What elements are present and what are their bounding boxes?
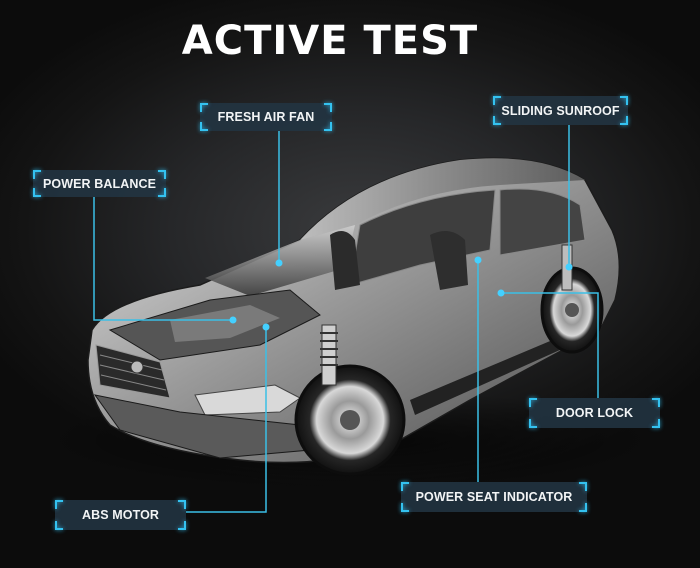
label-abs-motor: ABS MOTOR bbox=[55, 500, 186, 530]
corner-bracket-icon bbox=[493, 116, 501, 125]
corner-bracket-icon bbox=[33, 188, 41, 197]
label-text: SLIDING SUNROOF bbox=[501, 103, 620, 118]
corner-bracket-icon bbox=[401, 503, 409, 512]
label-power-seat-indicator: POWER SEAT INDICATOR bbox=[401, 482, 587, 512]
label-text: ABS MOTOR bbox=[81, 508, 160, 522]
page-title: ACTIVE TEST bbox=[181, 18, 479, 64]
corner-bracket-icon bbox=[401, 482, 409, 491]
corner-bracket-icon bbox=[324, 122, 332, 131]
corner-bracket-icon bbox=[579, 482, 587, 491]
corner-bracket-icon bbox=[33, 170, 41, 179]
label-sliding-sunroof: SLIDING SUNROOF bbox=[493, 96, 628, 125]
corner-bracket-icon bbox=[178, 500, 186, 509]
corner-bracket-icon bbox=[493, 96, 501, 105]
corner-bracket-icon bbox=[55, 500, 63, 509]
corner-bracket-icon bbox=[579, 503, 587, 512]
corner-bracket-icon bbox=[200, 122, 208, 131]
corner-bracket-icon bbox=[529, 419, 537, 428]
label-door-lock: DOOR LOCK bbox=[529, 398, 660, 428]
corner-bracket-icon bbox=[158, 170, 166, 179]
corner-bracket-icon bbox=[158, 188, 166, 197]
corner-bracket-icon bbox=[620, 116, 628, 125]
label-text: POWER BALANCE bbox=[42, 176, 157, 191]
corner-bracket-icon bbox=[652, 398, 660, 407]
corner-bracket-icon bbox=[529, 398, 537, 407]
corner-bracket-icon bbox=[620, 96, 628, 105]
corner-bracket-icon bbox=[200, 103, 208, 112]
corner-bracket-icon bbox=[178, 521, 186, 530]
label-power-balance: POWER BALANCE bbox=[33, 170, 166, 197]
corner-bracket-icon bbox=[324, 103, 332, 112]
label-text: POWER SEAT INDICATOR bbox=[415, 490, 573, 504]
label-text: FRESH AIR FAN bbox=[217, 110, 315, 124]
label-fresh-air-fan: FRESH AIR FAN bbox=[200, 103, 332, 131]
corner-bracket-icon bbox=[652, 419, 660, 428]
label-text: DOOR LOCK bbox=[555, 406, 634, 420]
corner-bracket-icon bbox=[55, 521, 63, 530]
